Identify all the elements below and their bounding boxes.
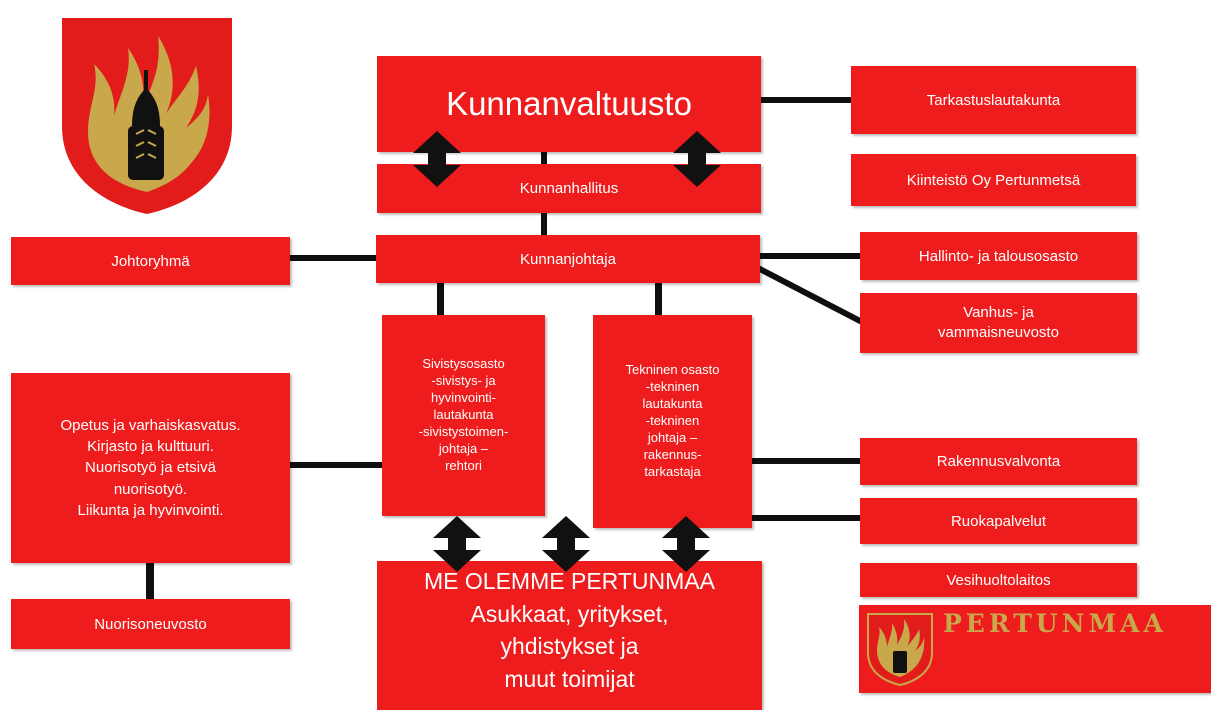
connector-services-youth [146, 562, 154, 600]
education-dept-box: Sivistysosasto -sivistys- ja hyvinvointi… [382, 315, 545, 516]
connector-services-education [290, 462, 382, 468]
youth-council-box: Nuorisoneuvosto [11, 599, 290, 649]
pertunmaa-logo-text: PERTUNMAA [943, 609, 1167, 638]
building-control-box: Rakennusvalvonta [860, 438, 1137, 485]
residents-line-4: muut toimijat [504, 665, 635, 692]
education-dept-line-6: johtaja – [438, 440, 489, 456]
admin-finance-box: Hallinto- ja talousosasto [860, 232, 1137, 280]
technical-dept-line-1: Tekninen osasto [625, 362, 720, 378]
water-utility-box: Vesihuoltolaitos [860, 563, 1137, 597]
education-dept-line-1: Sivistysosasto [422, 356, 505, 372]
services-box: Opetus ja varhaiskasvatus. Kirjasto ja k… [11, 373, 290, 563]
management-group-box: Johtoryhmä [11, 237, 290, 285]
services-line-4: nuorisotyö. [113, 480, 188, 498]
connector-manager-technical [655, 282, 662, 316]
real-estate-box: Kiinteistö Oy Pertunmetsä [851, 154, 1136, 206]
technical-dept-line-5: johtaja – [647, 429, 698, 445]
services-line-2: Kirjasto ja kulttuuri. [87, 438, 214, 456]
audit-box: Tarkastuslautakunta [851, 66, 1136, 134]
audit-label: Tarkastuslautakunta [926, 91, 1061, 109]
services-line-1: Opetus ja varhaiskasvatus. [60, 416, 241, 434]
education-dept-line-2: -sivistys- ja [431, 373, 496, 389]
building-control-label: Rakennusvalvonta [936, 453, 1061, 470]
connector-technical-building [750, 458, 862, 464]
real-estate-label: Kiinteistö Oy Pertunmetsä [906, 171, 1081, 189]
council-label: Kunnanvaltuusto [446, 85, 692, 122]
education-dept-line-5: -sivistystoimen- [418, 423, 509, 439]
coat-of-arms-icon [58, 14, 236, 216]
connector-admin-finance [758, 253, 862, 259]
connector-management-group [290, 255, 378, 261]
youth-council-label: Nuorisoneuvosto [94, 615, 207, 633]
technical-dept-line-4: -tekninen [645, 413, 700, 429]
manager-label: Kunnanjohtaja [520, 250, 616, 268]
connector-manager-education [437, 282, 444, 316]
double-arrow-icon [662, 516, 710, 572]
elderly-council-box: Vanhus- ja vammaisneuvosto [860, 293, 1137, 353]
technical-dept-line-6: rakennus- [643, 446, 702, 462]
board-label: Kunnanhallitus [519, 180, 619, 197]
pertunmaa-logo-box: PERTUNMAA [859, 605, 1211, 693]
technical-dept-line-3: lautakunta [642, 396, 703, 412]
connector-technical-food [750, 515, 862, 521]
manager-box: Kunnanjohtaja [376, 235, 760, 283]
admin-finance-label: Hallinto- ja talousosasto [918, 247, 1079, 265]
elderly-council-line-2: vammaisneuvosto [938, 324, 1059, 341]
double-arrow-icon [673, 131, 721, 187]
pertunmaa-logo-icon [867, 613, 933, 687]
education-dept-line-4: lautakunta [433, 407, 494, 423]
residents-line-2: Asukkaat, yritykset, [470, 600, 669, 627]
double-arrow-icon [542, 516, 590, 572]
connector-council-board [541, 150, 547, 164]
connector-council-audit [760, 97, 852, 103]
services-line-3: Nuorisotyö ja etsivä [85, 459, 216, 477]
double-arrow-icon [413, 131, 461, 187]
residents-line-3: yhdistykset ja [500, 633, 639, 660]
double-arrow-icon [433, 516, 481, 572]
water-utility-label: Vesihuoltolaitos [946, 571, 1051, 589]
management-group-label: Johtoryhmä [111, 252, 190, 270]
technical-dept-line-7: tarkastaja [644, 463, 701, 479]
elderly-council-line-1: Vanhus- ja [963, 304, 1034, 322]
education-dept-line-7: rehtori [445, 457, 482, 473]
residents-line-1: ME OLEMME PERTUNMAA [424, 568, 715, 594]
connector-board-manager [541, 212, 547, 236]
residents-box: ME OLEMME PERTUNMAA Asukkaat, yritykset,… [377, 561, 762, 710]
education-dept-line-3: hyvinvointi- [430, 390, 497, 406]
services-line-5: Liikunta ja hyvinvointi. [77, 501, 224, 519]
technical-dept-box: Tekninen osasto -tekninen lautakunta -te… [593, 315, 752, 528]
food-services-label: Ruokapalvelut [950, 512, 1047, 530]
technical-dept-line-2: -tekninen [645, 379, 700, 395]
food-services-box: Ruokapalvelut [860, 498, 1137, 544]
